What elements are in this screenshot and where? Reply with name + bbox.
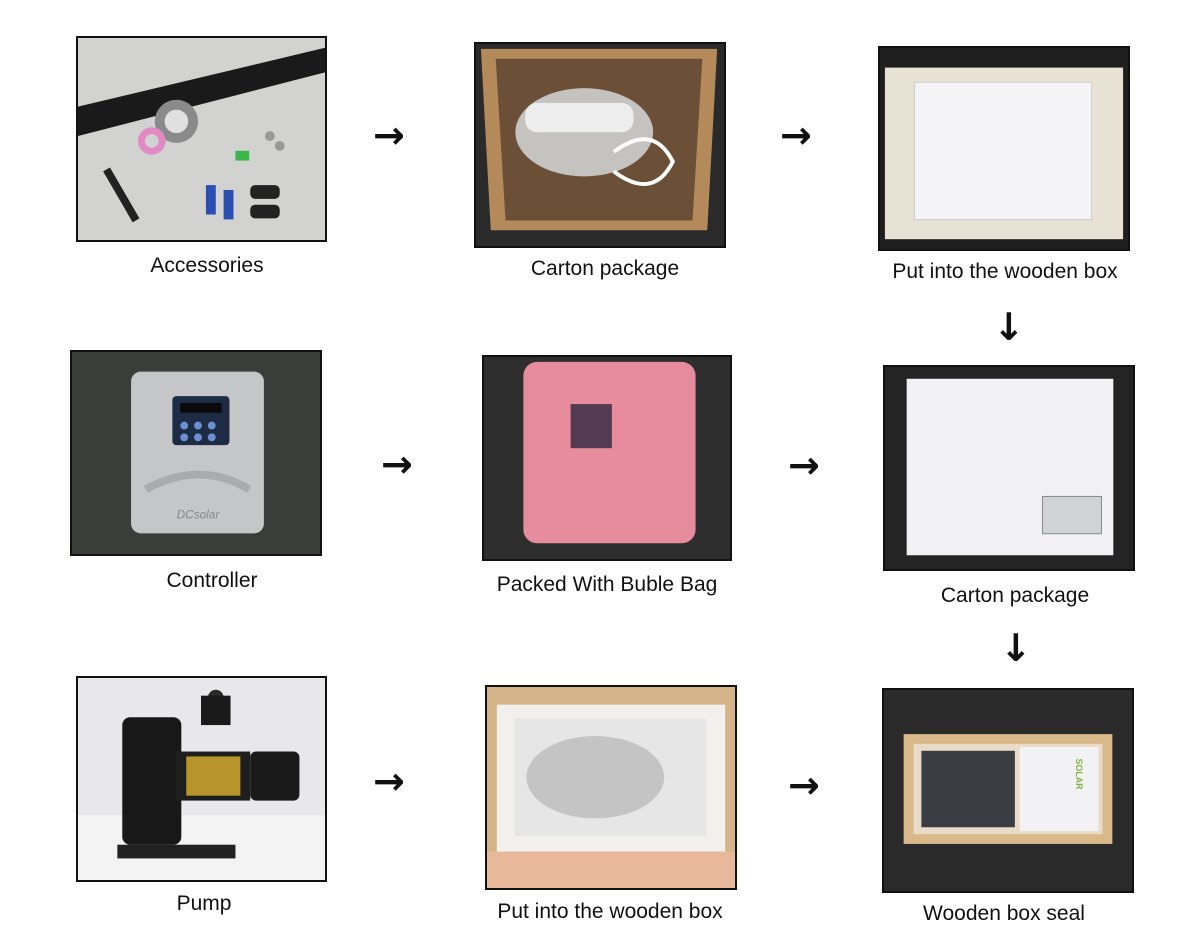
controller-photo: DCsolar [70, 350, 322, 556]
arrow-right-icon: → [381, 442, 413, 486]
arrow-right-icon: → [788, 763, 820, 807]
arrow-right-icon: → [373, 113, 405, 157]
carton-package-photo-2 [883, 365, 1135, 571]
wooden-box-photo-2 [485, 685, 737, 890]
arrow-right-icon: → [373, 759, 405, 803]
bubble-bag-photo [482, 355, 732, 561]
caption-controller: Controller [166, 569, 258, 592]
caption-carton-package-2: Carton package [940, 584, 1090, 607]
wooden-box-photo-1 [878, 46, 1130, 251]
wooden-box-seal-photo: SOLAR [882, 688, 1134, 893]
accessories-photo [76, 36, 327, 242]
caption-pump: Pump [176, 892, 232, 915]
arrow-down-icon: ↓ [1000, 626, 1032, 670]
arrow-right-icon: → [780, 113, 812, 157]
arrow-down-icon: ↓ [993, 305, 1025, 349]
pump-photo [76, 676, 327, 882]
caption-wooden-box-seal: Wooden box seal [923, 902, 1085, 925]
caption-packed-bubble-bag: Packed With Buble Bag [496, 573, 718, 596]
caption-put-into-wooden-box-2: Put into the wooden box [497, 900, 723, 923]
carton-package-photo [474, 42, 726, 248]
arrow-right-icon: → [788, 443, 820, 487]
caption-accessories: Accessories [150, 254, 264, 277]
caption-carton-package-1: Carton package [530, 257, 680, 280]
caption-put-into-wooden-box-1: Put into the wooden box [892, 260, 1118, 283]
controller-brand-label: DCsolar [177, 509, 221, 522]
box-label-text: SOLAR [1074, 759, 1084, 790]
